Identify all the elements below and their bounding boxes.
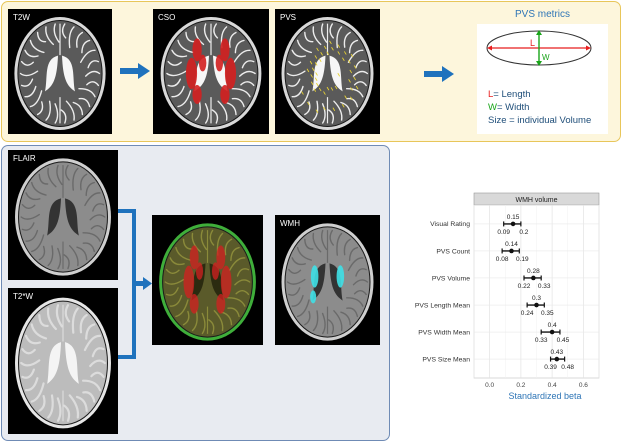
overlay-brain-image [159,223,256,341]
x-tick-label: 0.0 [485,382,494,389]
pvs-ellipse-diagram: L W [486,30,592,66]
wmh-brain-image [281,223,374,341]
forest-plot-svg: WMH volume 0.0 0.2 0.4 0.6 Visual Rating 0.1… [415,192,600,389]
ci-high-label: 0.33 [538,283,551,290]
beta-point [510,221,516,227]
arrow-right-icon [424,66,454,82]
ci-high-label: 0.2 [519,229,528,236]
cso-scan: CSO [153,9,269,134]
row-label: PVS Size Mean [422,356,470,363]
ci-low-label: 0.22 [518,283,531,290]
ci-low-label: 0.39 [544,364,557,371]
beta-point [549,329,555,335]
ci-high-label: 0.35 [541,310,554,317]
pvs-metrics-title: PVS metrics [514,9,570,20]
legend-length: L= Length [488,89,531,100]
legend-size-text: Size = individual Volume [488,115,592,126]
ci-high-label: 0.19 [516,256,529,263]
t2w-brain-image [14,17,106,130]
row-label: PVS Count [436,248,470,255]
beta-value-label: 0.14 [505,241,518,248]
ellipse-width-label: W [542,53,550,62]
row-label: PVS Length Mean [415,302,470,309]
ci-low-label: 0.09 [497,229,510,236]
beta-point [509,248,514,254]
beta-value-label: 0.28 [527,268,540,275]
beta-point [534,302,539,308]
ci-high-label: 0.45 [557,337,570,344]
t2w-label: T2W [13,13,30,22]
pvs-label: PVS [280,13,297,22]
beta-point [531,275,536,281]
ci-low-label: 0.33 [535,337,548,344]
overlay-scan [152,215,263,345]
pvs-metrics-box: L W [477,24,608,134]
row-label: PVS Width Mean [418,329,470,336]
legend-width-key: W [488,102,497,113]
x-tick-label: 0.4 [548,382,557,389]
wmh-scan: WMH [275,215,380,345]
merge-bracket-arrow [118,209,152,359]
ellipse-length-label: L [530,38,535,48]
legend-length-text: = Length [493,89,531,100]
flair-label: FLAIR [13,154,36,163]
cso-brain-image [160,17,262,130]
t2star-label: T2*W [13,292,33,301]
t2star-scan: T2*W [8,288,118,434]
legend-width: W= Width [488,102,529,113]
legend-size: Size = individual Volume [488,115,591,126]
facet-title: WMH volume [515,197,557,204]
arrow-right-icon [120,63,150,79]
beta-value-label: 0.4 [548,322,557,329]
cso-label: CSO [158,13,176,22]
x-axis-label: Standardized beta [508,391,582,401]
t2star-brain-image [15,297,111,429]
legend-length-key: L [488,89,494,100]
beta-value-label: 0.43 [550,349,563,356]
flair-brain-image [15,158,111,276]
beta-value-label: 0.15 [507,214,520,221]
ci-low-label: 0.08 [496,256,509,263]
row-label: PVS Volume [432,275,470,282]
pvs-scan: PVS [275,9,380,134]
pvs-brain-image [281,17,374,130]
t2w-scan: T2W [8,9,112,134]
ci-low-label: 0.24 [521,310,534,317]
beta-value-label: 0.3 [532,295,541,302]
flair-scan: FLAIR [8,150,118,280]
wmh-label: WMH [280,219,300,228]
beta-point [554,356,560,362]
x-tick-label: 0.2 [516,382,525,389]
legend-width-text: = Width [496,102,530,113]
ci-high-label: 0.48 [561,364,574,371]
row-label: Visual Rating [430,221,470,228]
x-tick-label: 0.6 [579,382,588,389]
forest-plot: WMH volume 0.0 0.2 0.4 0.6 Visual Rating 0.1… [396,190,624,443]
